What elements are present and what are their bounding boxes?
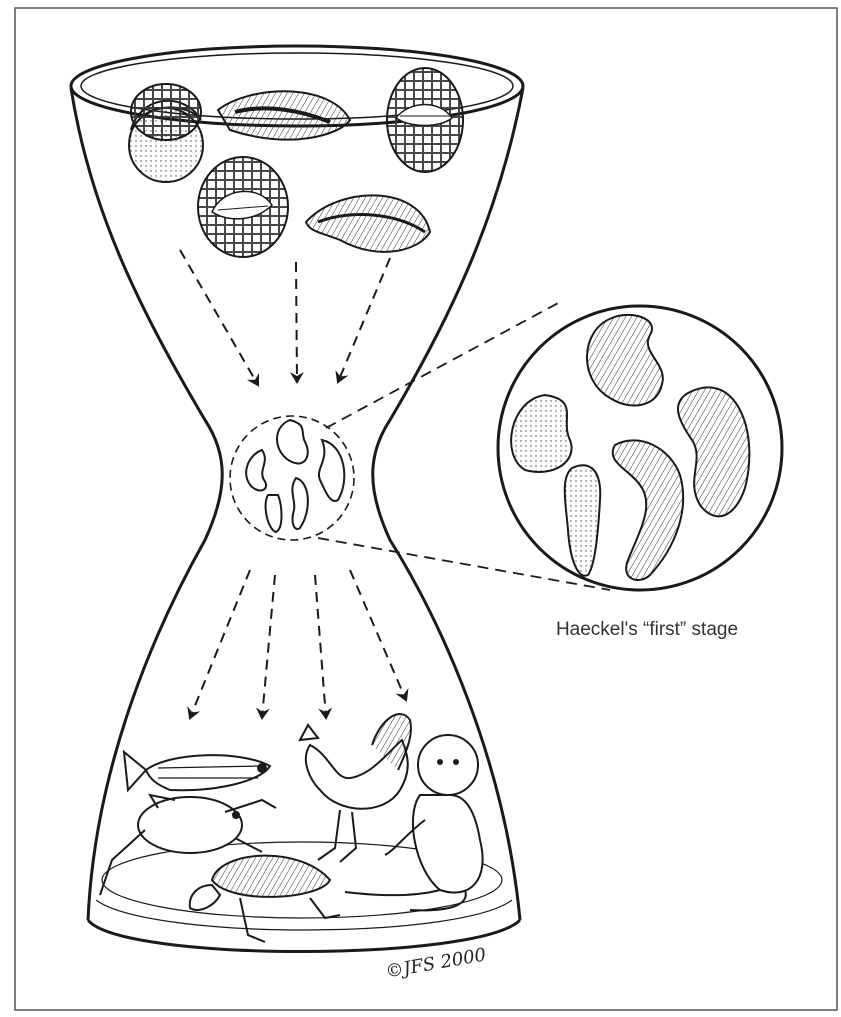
arrow-down-icon <box>262 575 275 718</box>
upper-arrows <box>180 250 390 385</box>
embryo-icon <box>246 420 344 532</box>
neck-pharyngula-group <box>230 416 354 540</box>
zoomed-embryos-circle <box>498 306 782 590</box>
adult-animals-group <box>100 714 483 942</box>
early-embryos-group <box>129 68 463 257</box>
yolk-sphere-icon <box>129 84 203 182</box>
figure-caption: Haeckel's “first” stage <box>497 619 797 641</box>
arrow-down-icon <box>315 575 326 718</box>
arrow-down-icon <box>190 570 250 718</box>
arrow-down-icon <box>296 262 297 382</box>
arrow-down-icon <box>338 258 390 382</box>
lower-arrows <box>190 570 406 718</box>
gastrula-icon <box>198 157 288 257</box>
chicken-icon <box>300 714 411 862</box>
zebrafish-icon <box>124 752 270 790</box>
arrow-down-icon <box>350 570 406 700</box>
germ-disc-icon <box>218 91 350 139</box>
cleavage-disc-icon <box>306 195 430 252</box>
arrow-down-icon <box>180 250 258 385</box>
human-baby-icon <box>345 735 483 910</box>
blastula-icon <box>387 68 463 172</box>
